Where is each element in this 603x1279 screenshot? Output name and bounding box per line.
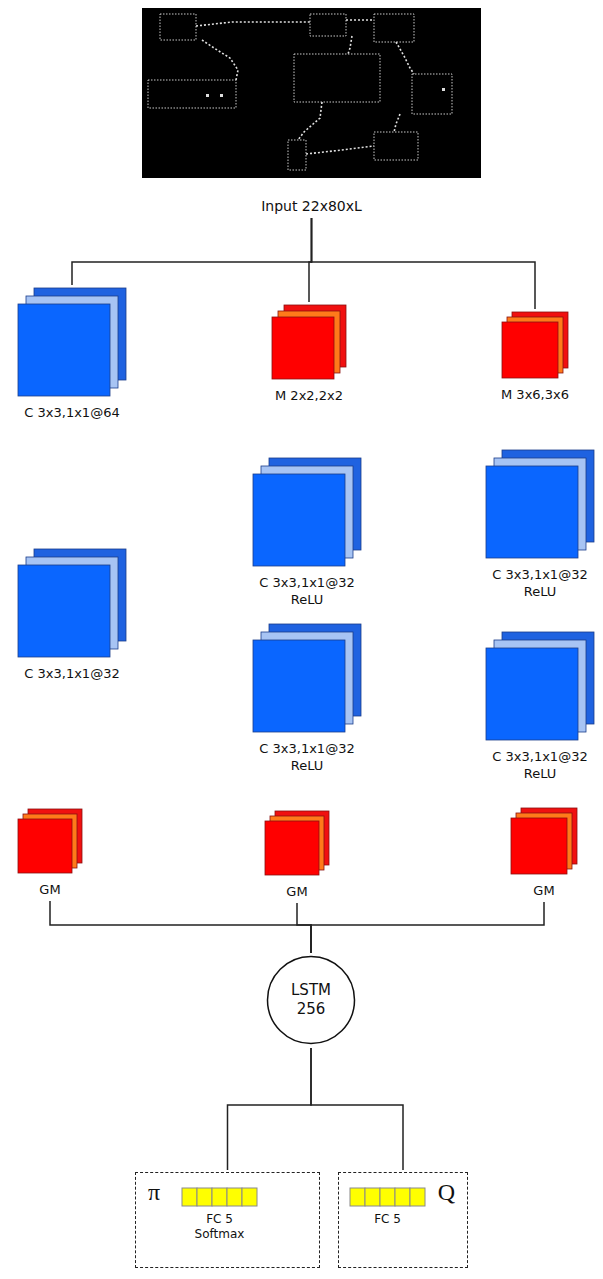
conv-layer: C 3x3,1x1@32ReLU xyxy=(485,631,595,782)
feature-map xyxy=(18,819,72,873)
fc-unit xyxy=(350,1188,365,1206)
layer-label: FC 5 xyxy=(181,1212,258,1227)
layer-label: ReLU xyxy=(252,757,362,774)
layer-label: C 3x3,1x1@32 xyxy=(252,740,362,757)
feature-map xyxy=(265,821,319,875)
global-maxpool-layer: GM xyxy=(264,810,330,900)
connector xyxy=(228,1048,312,1170)
maxpool-layer: M 2x2,2x2 xyxy=(271,304,347,404)
fc-unit xyxy=(212,1188,227,1206)
layer-label: C 3x3,1x1@32 xyxy=(485,748,595,765)
feature-map xyxy=(18,304,110,396)
layer-icon xyxy=(485,449,595,559)
connector xyxy=(72,218,312,285)
screen-ground xyxy=(142,8,481,178)
feature-map xyxy=(511,818,567,874)
connector xyxy=(311,902,544,953)
feature-map xyxy=(486,466,578,558)
feature-map xyxy=(502,322,558,378)
layer-label: FC 5 xyxy=(349,1212,426,1227)
value-head: QFC 5 xyxy=(338,1172,468,1268)
layer-label: LSTM 256 xyxy=(286,981,336,1019)
layer-label: GM xyxy=(510,882,578,899)
fc-bar xyxy=(349,1187,426,1207)
fc-unit xyxy=(197,1188,212,1206)
input-node: Input 22x80xL xyxy=(142,8,481,215)
lstm-ring xyxy=(268,957,355,1044)
layer-icon xyxy=(252,457,362,567)
layer-label: GM xyxy=(17,881,83,898)
fc-unit xyxy=(242,1188,257,1206)
conv-layer: C 3x3,1x1@32ReLU xyxy=(252,623,362,774)
layer-label: C 3x3,1x1@32 xyxy=(17,665,127,682)
fc-unit xyxy=(182,1188,197,1206)
fc-unit xyxy=(380,1188,395,1206)
conv-layer: C 3x3,1x1@32ReLU xyxy=(252,457,362,608)
conv-layer: C 3x3,1x1@32 xyxy=(17,548,127,682)
layer-label: GM xyxy=(264,883,330,900)
layer-label: C 3x3,1x1@32 xyxy=(252,574,362,591)
layer-icon xyxy=(510,807,578,875)
connector xyxy=(311,1048,403,1170)
layer-icon xyxy=(501,311,569,379)
connector xyxy=(312,218,536,309)
map-corridors xyxy=(196,20,414,154)
layer-icon xyxy=(264,810,330,876)
fc-unit xyxy=(365,1188,380,1206)
layer-label: ReLU xyxy=(485,765,595,782)
layer-label: M 2x2,2x2 xyxy=(271,387,347,404)
layer-icon xyxy=(17,808,83,874)
layer-icon xyxy=(17,548,127,658)
lstm-circle: LSTM 256 xyxy=(266,955,356,1045)
layer-icon xyxy=(252,623,362,733)
game-screen-illustration xyxy=(142,8,481,178)
fc-layer: FC 5 xyxy=(349,1187,426,1227)
feature-map xyxy=(272,317,334,379)
layer-label: M 3x6,3x6 xyxy=(501,386,569,403)
global-maxpool-layer: GM xyxy=(17,808,83,898)
fc-bar xyxy=(181,1187,258,1207)
map-figures xyxy=(206,88,445,97)
feature-map xyxy=(253,474,345,566)
maxpool-layer: M 3x6,3x6 xyxy=(501,311,569,403)
policy-head: πFC 5Softmax xyxy=(135,1172,320,1268)
connector xyxy=(50,901,311,953)
fc-unit xyxy=(410,1188,425,1206)
connector xyxy=(297,903,311,953)
layer-label: ReLU xyxy=(485,583,595,600)
layer-label: Softmax xyxy=(181,1227,258,1242)
map-rooms xyxy=(148,14,452,170)
layer-label: Input 22x80xL xyxy=(142,198,481,215)
layer-label: C 3x3,1x1@64 xyxy=(17,404,127,421)
feature-map xyxy=(486,648,578,740)
feature-map xyxy=(18,565,110,657)
layer-label: C 3x3,1x1@32 xyxy=(485,566,595,583)
fc-layer: FC 5Softmax xyxy=(181,1187,258,1242)
layer-label: ReLU xyxy=(252,591,362,608)
fc-unit xyxy=(395,1188,410,1206)
conv-layer: C 3x3,1x1@32ReLU xyxy=(485,449,595,600)
layer-icon xyxy=(271,304,347,380)
conv-layer: C 3x3,1x1@64 xyxy=(17,287,127,421)
feature-map xyxy=(253,640,345,732)
global-maxpool-layer: GM xyxy=(510,807,578,899)
layer-icon xyxy=(17,287,127,397)
fc-unit xyxy=(227,1188,242,1206)
layer-icon xyxy=(485,631,595,741)
